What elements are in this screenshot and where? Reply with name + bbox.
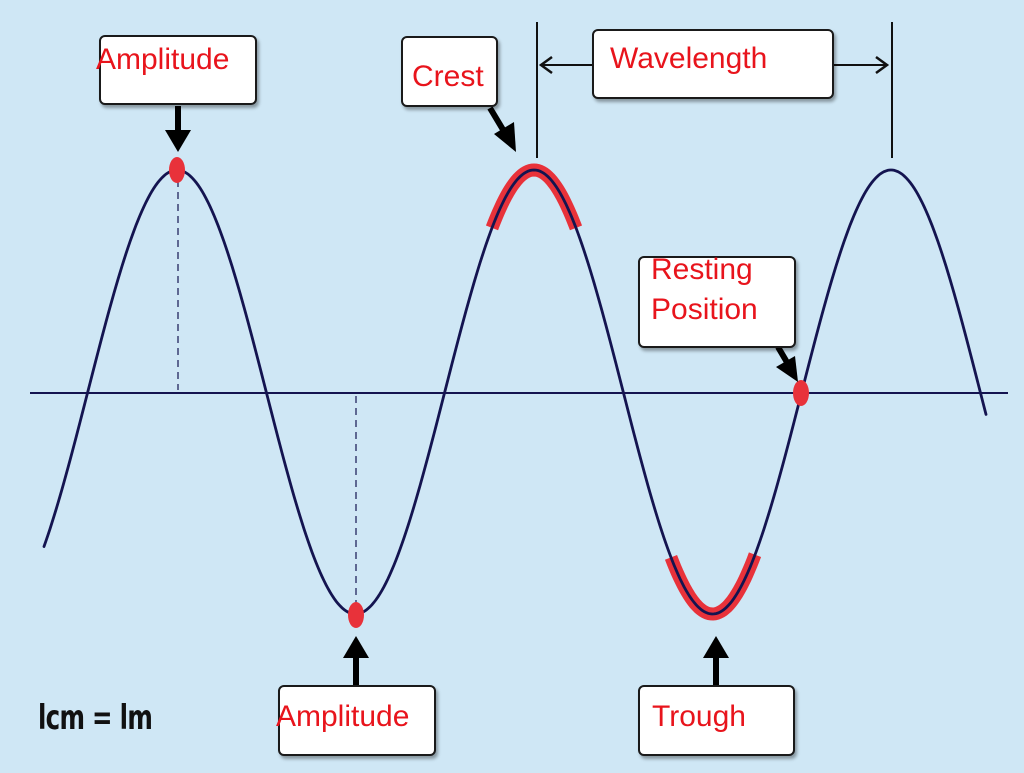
amplitude-top-arrow [165, 106, 191, 152]
resting-position-label: Resting Position [651, 253, 758, 326]
amplitude-bottom-box [278, 685, 436, 756]
trough-arrow [703, 636, 729, 686]
amplitude-top-box [99, 35, 257, 105]
wavelength-arrowhead-left [538, 55, 553, 75]
resting-position-arrow [775, 345, 798, 382]
scale-note: lcm = lm [38, 698, 153, 738]
crest-label: Crest [412, 60, 484, 93]
crest-box [401, 36, 498, 107]
amplitude-bottom-arrow [343, 636, 369, 686]
resting-position-box [638, 256, 796, 348]
amplitude-bottom-label: Amplitude [276, 700, 410, 733]
amplitude-top-point [169, 157, 185, 183]
crest-arrow [487, 106, 516, 152]
wavelength-arrowhead-right [875, 55, 890, 75]
trough-label: Trough [652, 700, 746, 733]
wavelength-box [592, 29, 834, 99]
resting-position-point [793, 380, 809, 406]
amplitude-bottom-point [348, 602, 364, 628]
amplitude-top-label: Amplitude [96, 43, 230, 76]
wave-line [42, 168, 988, 616]
trough-box [638, 685, 795, 756]
wavelength-label: Wavelength [610, 42, 768, 75]
